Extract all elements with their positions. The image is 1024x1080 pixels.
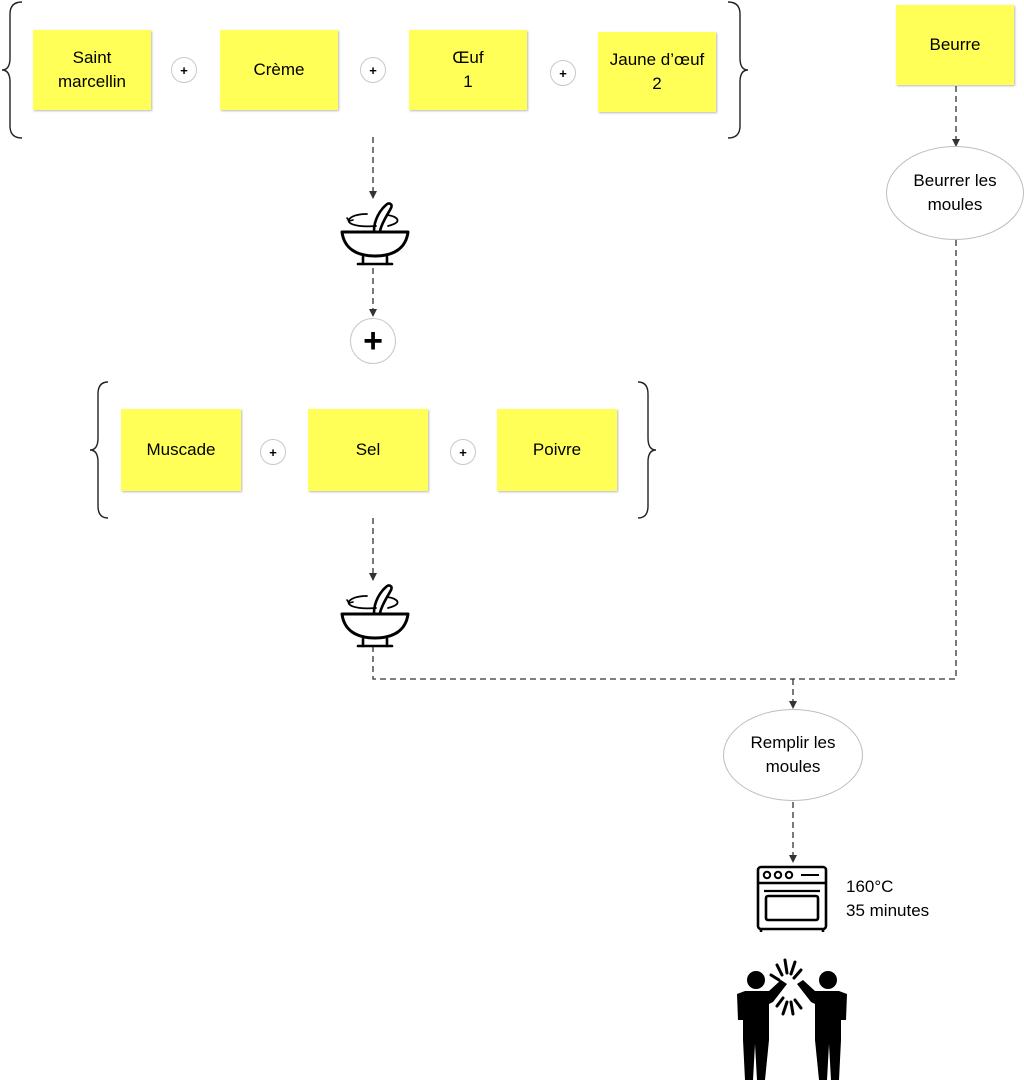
oven-settings-label: 160°C 35 minutes <box>846 877 930 920</box>
plus-icon: + <box>171 57 197 83</box>
plus-icon: + <box>550 60 576 86</box>
high-five-icon <box>737 958 847 1080</box>
ingredient-note-saint-marcellin: Saint marcellin <box>33 30 151 110</box>
ingredient-note-sel: Sel <box>308 409 428 491</box>
group1-right-brace <box>727 1 749 139</box>
ingredient-note-jaune-oeuf: Jaune d’œuf 2 <box>598 32 716 112</box>
connector-bowl-to-merge <box>372 646 793 680</box>
ingredient-note-beurre: Beurre <box>896 5 1014 85</box>
plus-icon: + <box>350 318 396 364</box>
bowl-mix-icon <box>340 584 410 648</box>
connector-butter-step-to-merge <box>793 240 957 680</box>
ingredient-note-oeuf: Œuf 1 <box>409 30 527 110</box>
group1-left-brace <box>1 1 23 139</box>
plus-icon: + <box>360 57 386 83</box>
group2-left-brace <box>89 381 109 519</box>
ingredient-note-muscade: Muscade <box>121 409 241 491</box>
bowl-mix-icon <box>340 202 410 266</box>
plus-icon: + <box>260 439 286 465</box>
step-remplir-les-moules: Remplir les moules <box>723 709 863 801</box>
oven-icon <box>756 865 828 932</box>
group2-right-brace <box>637 381 657 519</box>
ingredient-note-creme: Crème <box>220 30 338 110</box>
plus-icon: + <box>450 439 476 465</box>
ingredient-note-poivre: Poivre <box>497 409 617 491</box>
step-beurrer-les-moules: Beurrer les moules <box>886 146 1024 240</box>
